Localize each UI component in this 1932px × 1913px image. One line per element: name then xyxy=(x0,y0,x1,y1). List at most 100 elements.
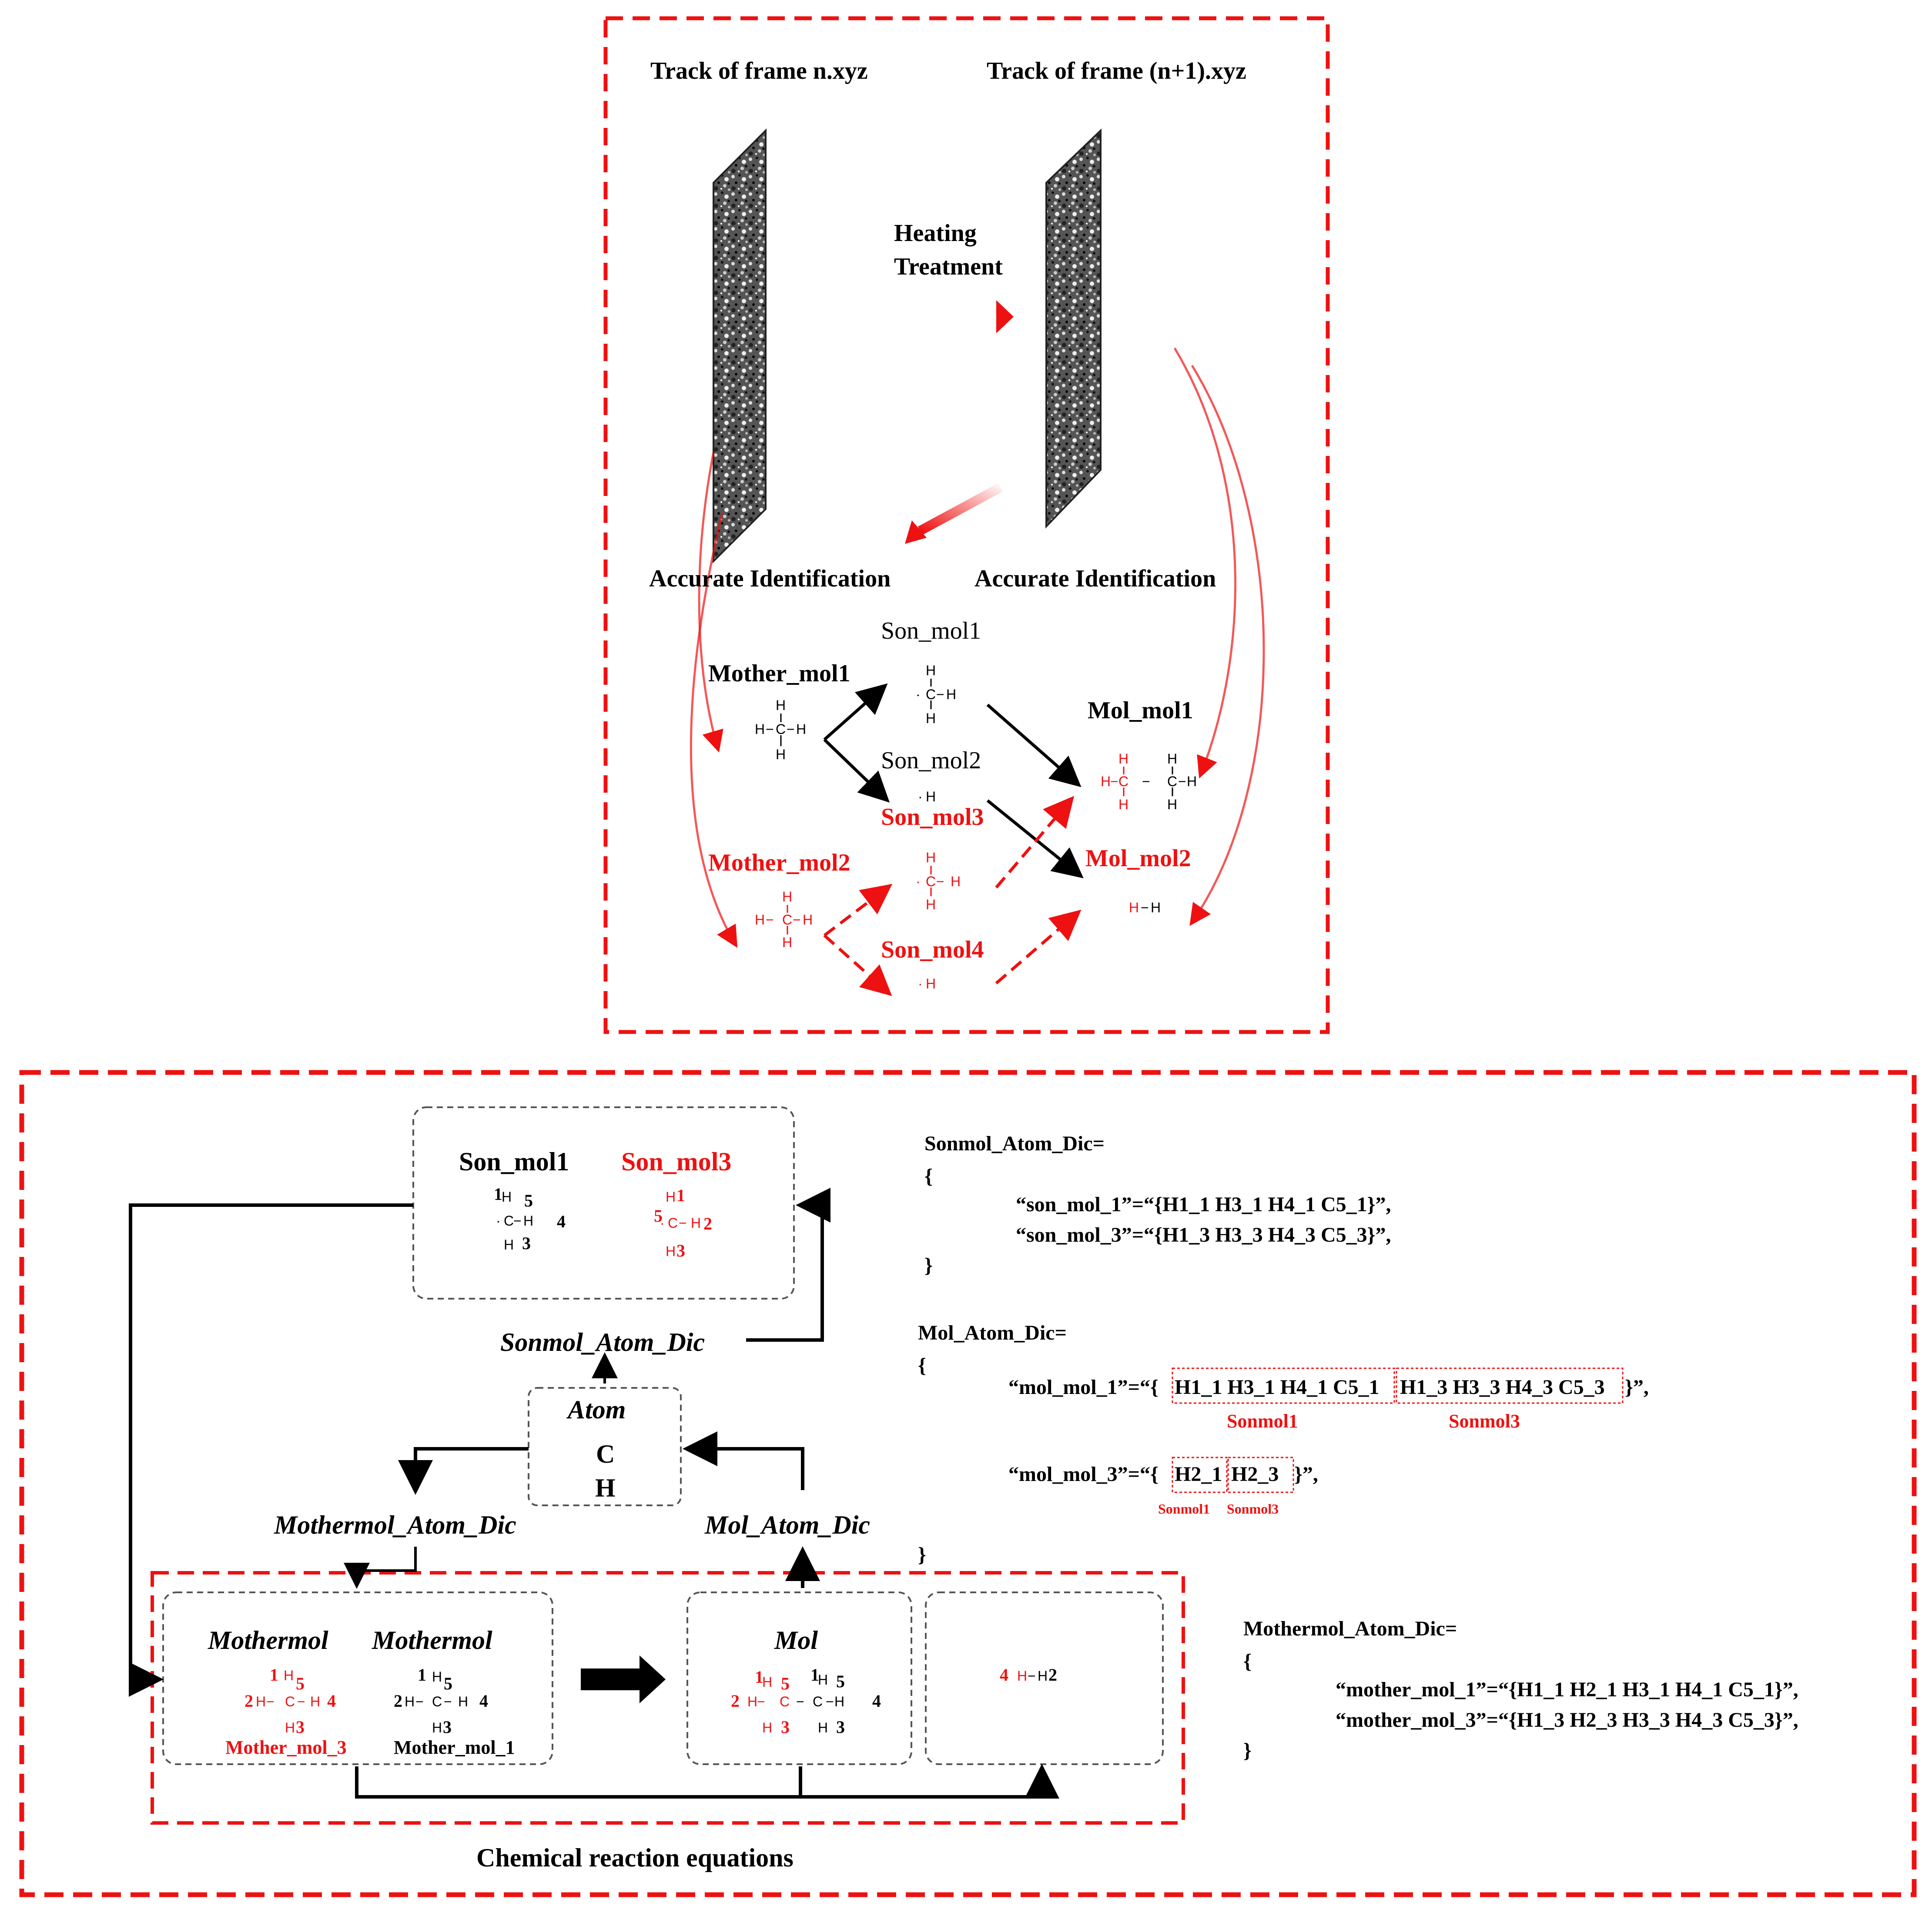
sonbox1-c: C xyxy=(504,1213,514,1229)
mol-dic-line2-part2: H2_3 xyxy=(1231,1463,1279,1486)
mm1-dash-r: − xyxy=(444,1694,452,1709)
mm3-c: C xyxy=(285,1694,295,1709)
mol-atom-dic-label: Mol_Atom_Dic xyxy=(705,1511,871,1539)
heating-label: Heating xyxy=(894,220,977,247)
mm1-h4: H xyxy=(458,1694,469,1709)
sonbox3-h1: H xyxy=(666,1189,676,1205)
flow-mol-dic-to-atom xyxy=(683,1431,804,1490)
mol-dic-header: Mol_Atom_Dic= xyxy=(918,1321,1067,1344)
mother2-c: C xyxy=(782,912,793,928)
mol-dic-line2-prefix: “mol_mol_3”=“{ xyxy=(1008,1463,1159,1486)
mothermol-atom-dic-label: Mothermol_Atom_Dic xyxy=(274,1511,516,1539)
arrow-mother2-son3 xyxy=(823,884,893,937)
arrow-son4-mol2 xyxy=(995,909,1082,985)
sonmol3-group-box xyxy=(1396,1367,1624,1404)
son-mol3-label: Son_mol3 xyxy=(881,804,984,831)
mol-mol2-label: Mol_mol2 xyxy=(1085,845,1191,872)
atom-c: C xyxy=(596,1440,615,1468)
son1-dash: − xyxy=(936,687,944,702)
mol-h1-red: H xyxy=(762,1674,773,1690)
mol-h3-red: H xyxy=(762,1720,773,1735)
atom-title: Atom xyxy=(568,1395,626,1424)
mol-num-3-red: 3 xyxy=(781,1717,790,1737)
son-box-son-mol3: Son_mol3 xyxy=(621,1147,732,1176)
son4-dot: · xyxy=(918,976,923,992)
mol-box xyxy=(686,1591,912,1765)
mm3-num-3: 3 xyxy=(296,1717,305,1737)
son4-h: H xyxy=(926,976,936,992)
heating-arrowhead xyxy=(996,300,1014,333)
sonbox1-dot: · xyxy=(496,1213,501,1229)
frame-n1-slab xyxy=(1045,128,1102,529)
hh-h-left: H xyxy=(1017,1668,1028,1684)
hh-h-right: H xyxy=(1038,1668,1048,1684)
son3-h-right: H xyxy=(951,874,961,889)
mol-dash-l: − xyxy=(757,1694,765,1709)
sonbox3-num-3: 3 xyxy=(676,1241,685,1260)
arrow-mother1-son2 xyxy=(823,738,890,803)
mother1-h-bottom: H xyxy=(776,747,786,762)
mol1-h-top-right: H xyxy=(1167,751,1178,767)
son1-dot: · xyxy=(916,687,921,702)
arrow-son2-mol2 xyxy=(986,799,1084,878)
top-panel-frame xyxy=(603,16,1330,1034)
mm1-num-5: 5 xyxy=(444,1674,452,1693)
mol-num-4: 4 xyxy=(872,1691,881,1711)
mothermol-dic-header: Mothermol_Atom_Dic= xyxy=(1243,1617,1457,1640)
son-mol4-label: Son_mol4 xyxy=(881,936,984,963)
sonbox1-num-5: 5 xyxy=(524,1191,533,1210)
mol-num-5-red: 5 xyxy=(781,1674,790,1693)
flow-atom-to-mothermol-dic xyxy=(398,1447,529,1495)
mol-dic-line2-suffix: }”, xyxy=(1294,1463,1318,1486)
mol-dic-line1-part2: H1_3 H3_3 H4_3 C5_3 xyxy=(1400,1376,1605,1399)
sonbox3-dash: − xyxy=(679,1215,687,1231)
accurate-identification-right: Accurate Identification xyxy=(974,565,1216,592)
mol-c-black: C xyxy=(813,1694,823,1709)
mol2-dash: − xyxy=(1141,900,1149,915)
arrow-son1-mol1 xyxy=(986,704,1082,787)
flow-son-to-mothermol xyxy=(129,1203,413,1697)
mother-mol-1-label: Mother_mol_1 xyxy=(394,1737,515,1758)
mother-mol2-label: Mother_mol2 xyxy=(708,849,850,876)
hh-num-left: 4 xyxy=(1000,1665,1008,1685)
sonmol-dic-line2: “son_mol_3”=“{H1_3 H3_3 H4_3 C5_3}”, xyxy=(1016,1223,1391,1246)
frame-n1-title: Track of frame (n+1).xyz xyxy=(987,57,1246,84)
son3-h-bottom: H xyxy=(926,897,936,912)
mother2-h-left: H xyxy=(755,912,765,928)
son1-h-top: H xyxy=(926,663,936,678)
mol1-h-right: H xyxy=(1187,774,1197,789)
mm1-h3: H xyxy=(432,1720,442,1735)
mm3-num-1: 1 xyxy=(270,1665,278,1685)
mothermol-dic-line2: “mother_mol_3”=“{H1_3 H2_3 H3_3 H4_3 C5_… xyxy=(1336,1709,1798,1732)
flow-mothermol-dic-to-box xyxy=(344,1547,417,1589)
mol-dic-line1-suffix: }”, xyxy=(1625,1376,1649,1399)
sonbox1-num-3: 3 xyxy=(522,1233,531,1253)
sonbox3-h2: H xyxy=(691,1215,701,1231)
mm3-h1: H xyxy=(284,1668,294,1683)
left-curve-lower xyxy=(690,513,738,948)
son1-h-right: H xyxy=(946,687,957,702)
mother1-h-right: H xyxy=(796,721,807,737)
hh-dash: − xyxy=(1028,1668,1036,1684)
mol-label: Mol xyxy=(774,1626,818,1655)
sonbox1-h4: H xyxy=(523,1213,534,1229)
frame-n-title: Track of frame n.xyz xyxy=(650,57,868,84)
mol1-h-top-left: H xyxy=(1118,751,1129,767)
identification-arrowhead xyxy=(905,520,927,544)
son3-dash: − xyxy=(936,874,944,889)
son1-c: C xyxy=(926,687,936,702)
mol-num-3-black: 3 xyxy=(836,1717,845,1737)
mol-dash-r: − xyxy=(826,1694,834,1709)
mol-dic-close: } xyxy=(918,1543,926,1566)
mol-dic-open: { xyxy=(918,1354,926,1377)
sonmol1-group-box xyxy=(1172,1367,1395,1404)
identification-arrow xyxy=(917,483,1003,535)
mother2-h-bottom: H xyxy=(782,935,793,950)
mothermol-label-a: Mothermol xyxy=(208,1626,328,1655)
son3-h-top: H xyxy=(926,850,936,865)
mm3-dash-r: − xyxy=(297,1694,305,1709)
mothermol-dic-close: } xyxy=(1243,1739,1252,1762)
frame-n-slab xyxy=(713,128,767,563)
sonbox3-c: C xyxy=(668,1215,678,1231)
